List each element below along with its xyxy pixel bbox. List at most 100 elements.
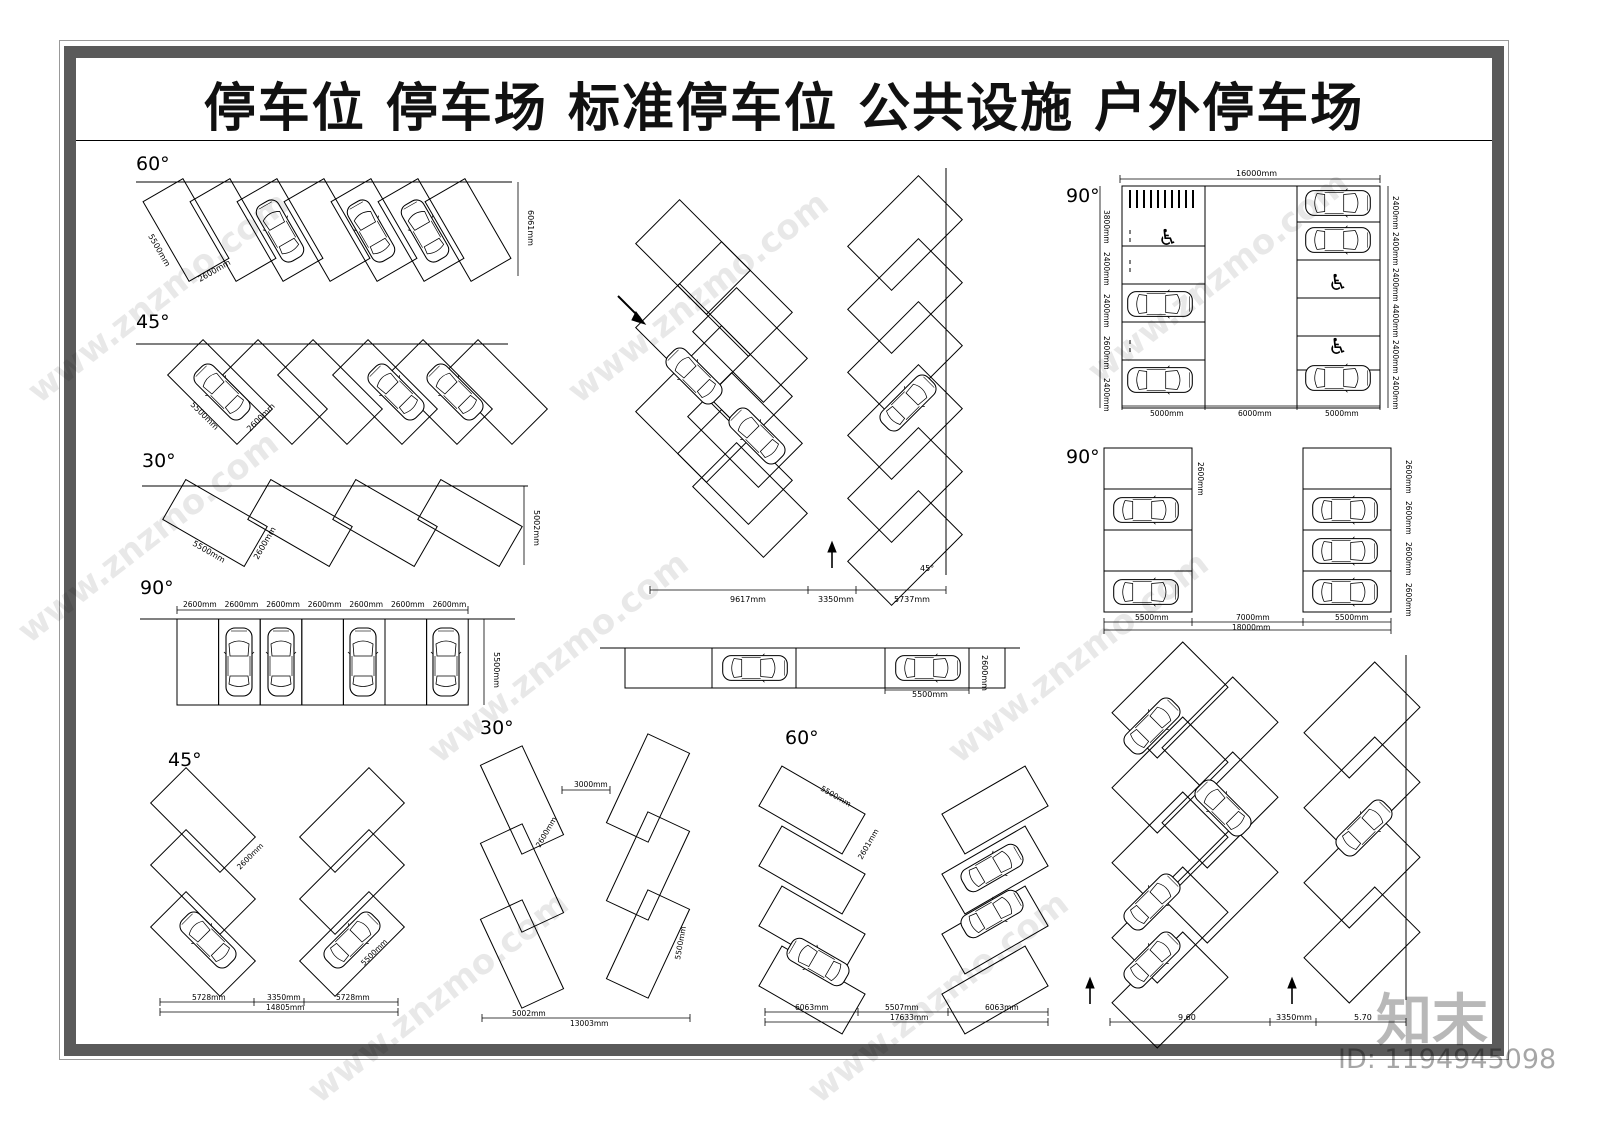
parking-stall-30 [605, 733, 691, 843]
parking-stall-90 [301, 618, 344, 706]
dim-label: 5000mm [1325, 409, 1359, 418]
parking-stall-60 [424, 177, 512, 283]
car [1127, 365, 1193, 395]
car [782, 932, 854, 992]
dim-label: 5728mm [336, 993, 370, 1002]
wheelchair-icon: ♿ [1158, 226, 1178, 251]
page-title: 停车位 停车场 标准停车位 公共设施 户外停车场 [203, 79, 1365, 139]
dim-label: 6061mm [526, 210, 535, 246]
dim-label: 5500mm [191, 539, 227, 565]
parking-stall-center [635, 199, 751, 315]
car [265, 627, 297, 697]
parking-stall-center [635, 367, 751, 483]
dim-label: 5.70 [1354, 1013, 1372, 1022]
dim-label: 16000mm [1236, 169, 1277, 178]
parking-stall-center [847, 175, 963, 291]
parking-stall-30 [479, 745, 565, 855]
car [395, 195, 455, 267]
car [1118, 868, 1186, 936]
car [1189, 774, 1257, 842]
dim-label: 5737mm [894, 595, 930, 604]
car [1305, 363, 1371, 393]
parking-stall-45 [149, 766, 257, 874]
dim-label: 2400mm [1391, 376, 1400, 410]
dim-label: 5500mm [1335, 613, 1369, 622]
parking-stall-center [677, 325, 793, 441]
parking-stall-60 [189, 177, 277, 283]
car [874, 369, 942, 437]
parking-stall-45 [298, 890, 406, 998]
angle-label-45: 45° [168, 749, 202, 771]
car [1113, 495, 1179, 525]
parking-stall-45 [276, 338, 384, 446]
dim-label: 2600mm [1102, 336, 1111, 370]
parking-lane [624, 647, 1006, 689]
car [895, 653, 961, 683]
car [1118, 926, 1186, 994]
dim-label: 2600mm [534, 815, 559, 849]
parking-stall-45 [149, 828, 257, 936]
angle-label-60: 60° [785, 727, 819, 749]
dim-label: 5002mm [532, 510, 541, 546]
dim-label: 17633mm [890, 1013, 928, 1022]
car [956, 838, 1028, 898]
dim-label: 3350mm [1276, 1013, 1312, 1022]
dim-label: 18000mm [1232, 623, 1270, 632]
dim-label: 2600mm [391, 600, 425, 609]
dim-label: 2600mm [1196, 462, 1205, 496]
parking-stall-right [1303, 661, 1421, 779]
parking-stall-30 [479, 823, 565, 933]
dim-label: 2601mm [856, 827, 881, 861]
parking-stall-parallel [884, 647, 970, 689]
car [1118, 692, 1186, 760]
dim-label: 2400mm [1391, 340, 1400, 374]
parking-stall-60 [758, 825, 866, 915]
dim-label: 2600mm [235, 841, 265, 871]
title-bar: 停车位 停车场 标准停车位 公共设施 户外停车场 [76, 58, 1492, 141]
car [1330, 794, 1398, 862]
car [723, 402, 791, 470]
parking-stall-90 [426, 618, 469, 706]
parking-stall-center [847, 490, 963, 606]
parking-stall-45 [221, 338, 329, 446]
dim-label: 5728mm [192, 993, 226, 1002]
wheelchair-icon: ♿ [1328, 335, 1348, 360]
parking-stall-parallel [711, 647, 797, 689]
dim-label: 9.60 [1178, 1013, 1196, 1022]
car [722, 653, 788, 683]
entry-arrow-head [631, 311, 647, 325]
dim-label: 2600mm [433, 600, 467, 609]
parking-stall-center [847, 238, 963, 354]
dim-label: 5002mm [512, 1009, 546, 1018]
parking-stall-right [1111, 716, 1229, 834]
car [1312, 577, 1378, 607]
dim-label: 2600mm [1404, 460, 1413, 494]
parking-stall-30 [417, 478, 523, 568]
dim-label: 2600mm [183, 600, 217, 609]
dim-label: 2600mm [266, 600, 300, 609]
wheelchair-icon: ♿ [1328, 271, 1348, 296]
car [1312, 536, 1378, 566]
parking-stall-60 [236, 177, 324, 283]
car [174, 906, 242, 974]
parking-stall-45 [298, 828, 406, 936]
parking-stall-60 [941, 765, 1049, 855]
outer-frame [59, 40, 1509, 1060]
parking-stall-60 [941, 945, 1049, 1035]
dim-label: 5500mm [1135, 613, 1169, 622]
angle-label-60: 60° [136, 153, 170, 175]
parking-stall-90 [176, 618, 220, 706]
dim-label: 2600mm [308, 600, 342, 609]
parking-stall-right [1111, 791, 1229, 909]
dim-label: 3350mm [818, 595, 854, 604]
dim-label: 2400mm [1391, 232, 1400, 266]
dim-label: 7000mm [1236, 613, 1270, 622]
parking-stall-center [692, 287, 808, 403]
dim-label: 2600mm [349, 600, 383, 609]
dim-label: 2600mm [1404, 501, 1413, 535]
parking-stall-45 [331, 338, 439, 446]
parking-stall-30 [162, 478, 268, 568]
dim-label: 5500mm [673, 926, 688, 961]
car [1312, 495, 1378, 525]
dim-label: 5500mm [912, 690, 948, 699]
